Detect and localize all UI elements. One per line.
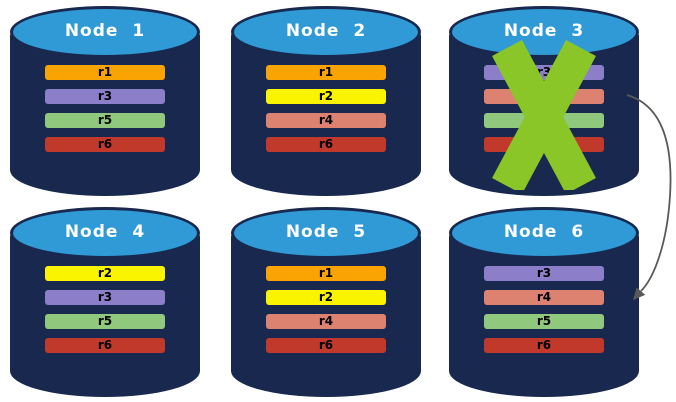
cylinder-top: Node 6 <box>449 207 639 259</box>
replica-list: r3 r4 r5 r6 <box>449 266 639 362</box>
cylinder-top: Node 4 <box>10 207 200 259</box>
node-title: Node 5 <box>285 222 367 242</box>
replica-bar: r1 <box>45 65 165 80</box>
replica-bar: r6 <box>45 137 165 152</box>
replica-bar: r4 <box>484 290 604 305</box>
replica-list: r2 r3 r5 r6 <box>10 266 200 362</box>
replica-bar: r6 <box>484 338 604 353</box>
node-title: Node 4 <box>64 222 146 242</box>
replica-bar: r4 <box>266 314 386 329</box>
cylinder-top: Node 1 <box>10 6 200 58</box>
replica-bar: r6 <box>45 338 165 353</box>
replica-bar: r5 <box>484 314 604 329</box>
replica-bar: r2 <box>266 290 386 305</box>
node-4: Node 4 r2 r3 r5 r6 <box>10 207 200 397</box>
replica-bar: r3 <box>45 290 165 305</box>
node-5: Node 5 r1 r2 r4 r6 <box>231 207 421 397</box>
node-title: Node 1 <box>64 21 146 41</box>
replica-bar: r2 <box>266 89 386 104</box>
replica-list: r1 r3 r5 r6 <box>10 65 200 161</box>
cylinder-top: Node 3 <box>449 6 639 58</box>
replica-bar: r3 <box>45 89 165 104</box>
cylinder-top: Node 5 <box>231 207 421 259</box>
cylinder-top: Node 2 <box>231 6 421 58</box>
replica-bar: r6 <box>266 137 386 152</box>
node-title: Node 2 <box>285 21 367 41</box>
replica-bar: r2 <box>45 266 165 281</box>
replica-bar: r3 <box>484 266 604 281</box>
replica-list: r1 r2 r4 r6 <box>231 266 421 362</box>
replica-bar: r1 <box>266 266 386 281</box>
replica-bar: r5 <box>45 314 165 329</box>
node-title: Node 6 <box>503 222 585 242</box>
replica-bar: r6 <box>266 338 386 353</box>
node-3: Node 3 r3 <box>449 6 639 196</box>
node-1: Node 1 r1 r3 r5 r6 <box>10 6 200 196</box>
node-6: Node 6 r3 r4 r5 r6 <box>449 207 639 397</box>
replica-bar: r4 <box>266 113 386 128</box>
node-2: Node 2 r1 r2 r4 r6 <box>231 6 421 196</box>
node-title: Node 3 <box>503 21 585 41</box>
replica-bar: r5 <box>45 113 165 128</box>
replica-list: r1 r2 r4 r6 <box>231 65 421 161</box>
failure-x-icon <box>492 40 596 190</box>
replica-bar: r1 <box>266 65 386 80</box>
